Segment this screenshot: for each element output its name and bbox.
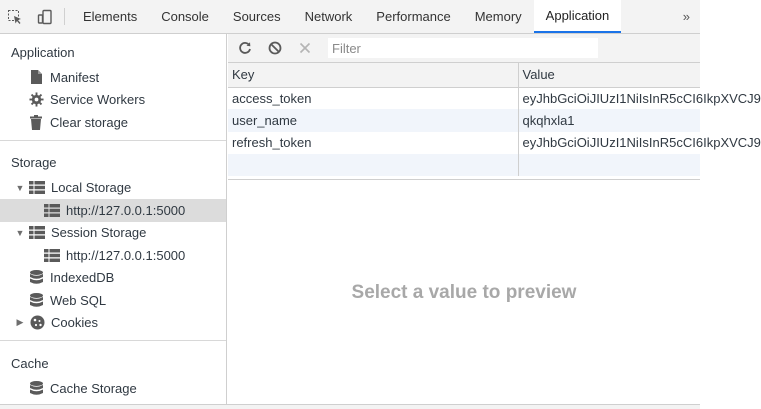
preview-placeholder: Select a value to preview	[351, 281, 577, 303]
cell-value[interactable]: eyJhbGciOiJIUzI1NiIsInR5cCI6IkpXVCJ9	[522, 90, 761, 106]
refresh-icon[interactable]	[230, 34, 260, 62]
sidebar-item-session-storage[interactable]: ▼ Session Storage	[0, 222, 226, 245]
sidebar-item-clear-storage[interactable]: Clear storage	[0, 111, 226, 134]
toolbar-divider	[64, 8, 65, 25]
cell-value[interactable]: eyJhbGciOiJIUzI1NiIsInR5cCI6IkpXVCJ9	[522, 135, 761, 151]
column-header-key[interactable]: Key	[228, 63, 519, 88]
device-toolbar-icon[interactable]	[30, 0, 60, 33]
sidebar-item-label: Web SQL	[50, 292, 107, 308]
sidebar-item-label: Cookies	[51, 315, 98, 331]
section-title-cache: Cache	[11, 355, 49, 371]
bottom-status-bar	[0, 404, 700, 409]
cell-value-empty[interactable]	[518, 153, 700, 177]
clear-all-icon[interactable]	[260, 34, 290, 62]
sidebar-item-label: http://127.0.0.1:5000	[66, 247, 186, 263]
sidebar-item-local-storage-origin[interactable]: http://127.0.0.1:5000	[0, 199, 226, 222]
sidebar-item-session-storage-origin[interactable]: http://127.0.0.1:5000	[0, 244, 226, 267]
database-icon	[28, 292, 44, 308]
file-icon	[28, 69, 44, 85]
column-header-value[interactable]: Value	[518, 63, 700, 88]
table-row[interactable]: refresh_token eyJhbGciOiJIUzI1NiIsInR5cC…	[228, 131, 761, 154]
delete-selected-icon[interactable]	[290, 34, 320, 62]
storage-toolbar	[228, 34, 700, 63]
tab-memory[interactable]: Memory	[474, 9, 522, 24]
cell-value[interactable]: qkqhxla1	[518, 109, 700, 132]
expand-down-icon[interactable]: ▼	[15, 182, 25, 193]
expand-down-icon[interactable]: ▼	[15, 227, 25, 238]
cookie-icon	[29, 315, 45, 331]
cell-key-empty[interactable]	[228, 153, 519, 177]
sidebar-item-label: Cache Storage	[50, 380, 137, 396]
section-title-application: Application	[11, 44, 75, 60]
table-row[interactable]: user_name qkqhxla1	[228, 109, 700, 132]
table-row-empty[interactable]	[228, 153, 700, 177]
database-icon	[28, 380, 44, 396]
devtools-tabbar: Elements Console Sources Network Perform…	[0, 0, 700, 34]
sidebar-item-manifest[interactable]: Manifest	[0, 66, 226, 89]
trash-icon	[28, 114, 44, 130]
table-grid-icon	[29, 180, 45, 196]
tab-application[interactable]: Application	[533, 0, 622, 33]
filter-input[interactable]	[328, 38, 598, 58]
sidebar-item-label: Service Workers	[50, 92, 146, 108]
cell-key[interactable]: access_token	[228, 87, 519, 110]
value-preview-pane: Select a value to preview	[228, 181, 700, 404]
cell-key[interactable]: refresh_token	[228, 131, 519, 154]
sidebar-item-label: Session Storage	[51, 225, 147, 241]
tab-elements[interactable]: Elements	[83, 9, 138, 24]
table-header-row: Key Value	[228, 63, 700, 88]
sidebar-item-local-storage[interactable]: ▼ Local Storage	[0, 177, 226, 200]
sidebar-item-cache-storage[interactable]: Cache Storage	[0, 377, 226, 400]
sidebar-item-indexeddb[interactable]: IndexedDB	[0, 267, 226, 290]
storage-data-grid: Key Value access_token eyJhbGciOiJIUzI1N…	[228, 63, 761, 180]
sidebar-item-label: Local Storage	[51, 180, 132, 196]
table-grid-icon	[29, 225, 45, 241]
sidebar-item-label: Clear storage	[50, 114, 129, 130]
sidebar-item-service-workers[interactable]: Service Workers	[0, 89, 226, 112]
section-title-storage: Storage	[11, 155, 57, 170]
sidebar-item-web-sql[interactable]: Web SQL	[0, 289, 226, 312]
application-sidebar: Application Manifest Service Workers Cle…	[0, 34, 227, 404]
gear-icon	[28, 92, 44, 108]
cell-key[interactable]: user_name	[228, 109, 519, 132]
tab-network[interactable]: Network	[304, 9, 353, 24]
sidebar-item-label: http://127.0.0.1:5000	[66, 202, 186, 218]
expand-right-icon[interactable]: ▶	[16, 317, 24, 328]
inspect-element-icon[interactable]	[0, 0, 30, 33]
more-tabs-button[interactable]: »	[682, 9, 690, 24]
tab-console[interactable]: Console	[161, 9, 209, 24]
section-divider	[0, 139, 226, 141]
sidebar-item-cookies[interactable]: ▶ Cookies	[0, 312, 226, 335]
database-icon	[28, 270, 44, 286]
sidebar-item-label: Manifest	[50, 69, 100, 85]
table-grid-icon	[44, 202, 60, 218]
section-divider	[0, 340, 226, 341]
table-grid-icon	[44, 247, 60, 263]
tab-sources[interactable]: Sources	[232, 9, 281, 24]
tab-performance[interactable]: Performance	[376, 9, 451, 24]
table-row[interactable]: access_token eyJhbGciOiJIUzI1NiIsInR5cCI…	[228, 87, 761, 110]
sidebar-item-label: IndexedDB	[50, 270, 115, 286]
